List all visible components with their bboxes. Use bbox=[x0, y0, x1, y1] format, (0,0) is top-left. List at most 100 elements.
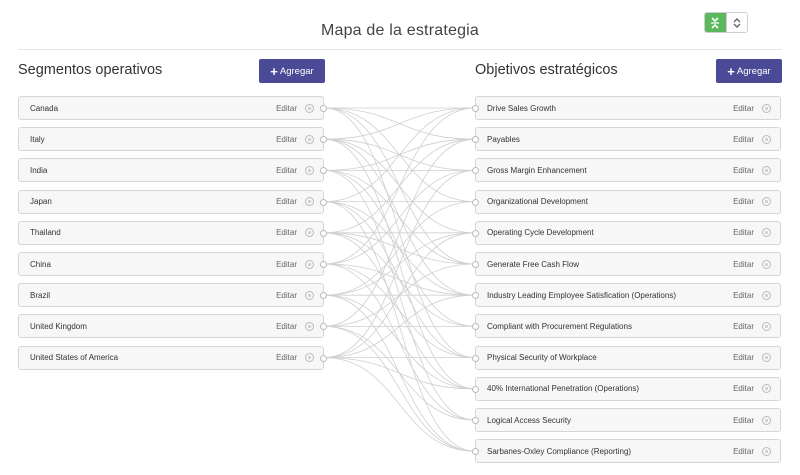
segment-row[interactable]: United States of America Editar bbox=[18, 345, 327, 370]
info-icon[interactable] bbox=[762, 103, 771, 113]
edit-link[interactable]: Editar bbox=[276, 321, 297, 331]
edit-link[interactable]: Editar bbox=[733, 197, 754, 207]
edit-link[interactable]: Editar bbox=[733, 103, 754, 113]
objective-row[interactable]: Drive Sales Growth Editar bbox=[472, 96, 781, 120]
connector-dot[interactable] bbox=[320, 167, 327, 175]
info-icon[interactable] bbox=[762, 353, 771, 363]
edit-link[interactable]: Editar bbox=[276, 228, 297, 238]
connector-dot[interactable] bbox=[472, 292, 479, 300]
edit-link[interactable]: Editar bbox=[733, 384, 754, 394]
info-icon[interactable] bbox=[762, 259, 771, 269]
strategy-link bbox=[323, 201, 476, 358]
edit-link[interactable]: Editar bbox=[733, 228, 754, 238]
edit-link[interactable]: Editar bbox=[733, 415, 754, 425]
info-icon[interactable] bbox=[305, 353, 314, 363]
info-icon[interactable] bbox=[762, 321, 771, 331]
edit-link[interactable]: Editar bbox=[276, 103, 297, 113]
objective-label: Compliant with Procurement Regulations bbox=[487, 321, 632, 331]
edit-link[interactable]: Editar bbox=[733, 353, 754, 363]
info-icon[interactable] bbox=[762, 165, 771, 175]
strategy-link bbox=[323, 357, 476, 390]
strategy-link bbox=[323, 107, 476, 140]
connector-dot[interactable] bbox=[320, 323, 327, 331]
edit-link[interactable]: Editar bbox=[733, 134, 754, 144]
info-icon[interactable] bbox=[762, 446, 771, 456]
objective-row[interactable]: 40% International Penetration (Operation… bbox=[472, 376, 781, 401]
connector-dot[interactable] bbox=[320, 198, 327, 206]
connector-dot[interactable] bbox=[320, 105, 327, 112]
segment-row[interactable]: Brazil Editar bbox=[18, 283, 327, 308]
add-objective-button[interactable]: + Agregar bbox=[716, 59, 782, 83]
edit-link[interactable]: Editar bbox=[276, 259, 297, 269]
info-icon[interactable] bbox=[762, 290, 771, 300]
info-icon[interactable] bbox=[762, 197, 771, 207]
connector-dot[interactable] bbox=[472, 323, 479, 331]
segment-label: United States of America bbox=[30, 353, 119, 363]
connector-dot[interactable] bbox=[472, 448, 479, 456]
connector-dot[interactable] bbox=[320, 136, 327, 144]
connector-dot[interactable] bbox=[472, 136, 479, 144]
expand-toggle-button[interactable] bbox=[725, 13, 747, 32]
connector-dot[interactable] bbox=[320, 261, 327, 268]
edit-link[interactable]: Editar bbox=[733, 446, 754, 456]
edit-link[interactable]: Editar bbox=[276, 353, 297, 363]
objective-row[interactable]: Industry Leading Employee Satisfication … bbox=[472, 283, 781, 308]
connector-dot[interactable] bbox=[472, 105, 479, 112]
segment-label: Brazil bbox=[30, 290, 51, 300]
info-icon[interactable] bbox=[305, 103, 314, 113]
strategy-link bbox=[323, 326, 476, 421]
objective-label: Drive Sales Growth bbox=[487, 103, 556, 113]
view-toggle[interactable] bbox=[704, 12, 748, 33]
info-icon[interactable] bbox=[305, 290, 314, 300]
connector-dot[interactable] bbox=[472, 385, 479, 393]
edit-link[interactable]: Editar bbox=[276, 197, 297, 207]
info-icon[interactable] bbox=[305, 321, 314, 331]
connector-dot[interactable] bbox=[472, 261, 479, 268]
objective-row[interactable]: Compliant with Procurement Regulations Ed… bbox=[472, 314, 781, 339]
connector-dot[interactable] bbox=[472, 229, 479, 237]
strategy-link bbox=[323, 107, 476, 265]
edit-link[interactable]: Editar bbox=[276, 134, 297, 144]
info-icon[interactable] bbox=[305, 228, 314, 238]
edit-link[interactable]: Editar bbox=[733, 321, 754, 331]
edit-link[interactable]: Editar bbox=[276, 165, 297, 175]
info-icon[interactable] bbox=[305, 134, 314, 144]
info-icon[interactable] bbox=[762, 134, 771, 144]
collapse-toggle-button[interactable] bbox=[705, 13, 726, 32]
objective-row[interactable]: Generate Free Cash Flow Editar bbox=[472, 252, 781, 276]
edit-link[interactable]: Editar bbox=[733, 165, 754, 175]
info-icon[interactable] bbox=[762, 384, 771, 394]
add-segment-button[interactable]: + Agregar bbox=[259, 59, 325, 83]
connector-dot[interactable] bbox=[472, 417, 479, 424]
connector-dot[interactable] bbox=[472, 354, 479, 362]
edit-link[interactable]: Editar bbox=[733, 290, 754, 300]
info-icon[interactable] bbox=[305, 259, 314, 269]
connector-dot[interactable] bbox=[320, 292, 327, 300]
connector-dot[interactable] bbox=[472, 167, 479, 175]
info-icon[interactable] bbox=[305, 165, 314, 175]
edit-link[interactable]: Editar bbox=[733, 259, 754, 269]
info-icon[interactable] bbox=[762, 415, 771, 425]
edit-link[interactable]: Editar bbox=[276, 290, 297, 300]
connector-dot[interactable] bbox=[472, 198, 479, 206]
connector-dot[interactable] bbox=[320, 354, 327, 362]
strategy-link bbox=[323, 138, 476, 171]
info-icon[interactable] bbox=[305, 197, 314, 207]
info-icon[interactable] bbox=[762, 228, 771, 238]
connector-dot[interactable] bbox=[320, 229, 327, 237]
objective-label: Generate Free Cash Flow bbox=[487, 259, 580, 269]
objective-row[interactable]: Sarbanes-Oxley Compliance (Reporting)Edi… bbox=[472, 439, 781, 464]
